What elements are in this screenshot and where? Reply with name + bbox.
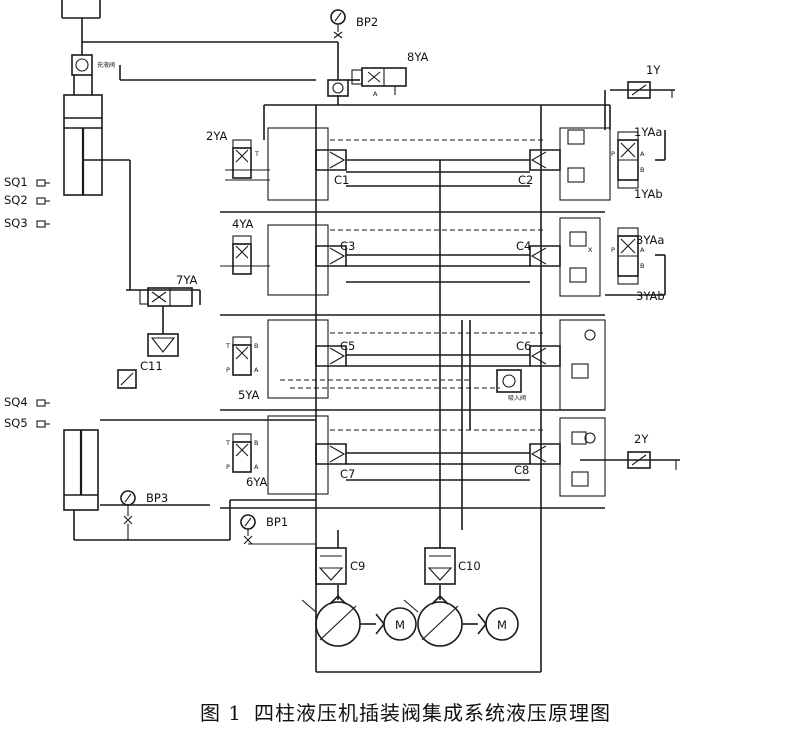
cartridge-c4: C4 bbox=[516, 239, 561, 267]
svg-text:C10: C10 bbox=[458, 559, 481, 573]
svg-text:BP2: BP2 bbox=[356, 15, 378, 29]
svg-text:8YA: 8YA bbox=[407, 50, 428, 64]
svg-text:P: P bbox=[226, 463, 230, 471]
cartridge-c11: C11 bbox=[117, 306, 179, 389]
svg-text:P: P bbox=[611, 246, 615, 254]
svg-text:C11: C11 bbox=[140, 359, 163, 373]
svg-text:A: A bbox=[640, 150, 645, 158]
cartridge-c1: C1 bbox=[315, 149, 349, 187]
cartridge-c8: C8 bbox=[514, 443, 561, 477]
cartridge-c7: C7 bbox=[315, 443, 355, 481]
figure-number: 图 1 bbox=[199, 701, 243, 725]
svg-text:BP1: BP1 bbox=[266, 515, 288, 529]
svg-text:C4: C4 bbox=[516, 239, 531, 253]
gauge-bp1: BP1 bbox=[240, 514, 316, 545]
cartridge-c2: C2 bbox=[518, 149, 561, 187]
cartridge-c10: C10 bbox=[424, 547, 481, 585]
suction-valve: 吸入阀 bbox=[496, 369, 526, 402]
svg-text:T: T bbox=[225, 439, 230, 447]
svg-text:2YA: 2YA bbox=[206, 129, 227, 143]
svg-text:B: B bbox=[640, 262, 644, 270]
svg-text:B: B bbox=[254, 439, 258, 447]
solenoid-valve-1ya: P A B 1YAa 1YAb bbox=[611, 125, 663, 201]
svg-text:3YAa: 3YAa bbox=[636, 233, 664, 247]
svg-text:T: T bbox=[225, 342, 230, 350]
pipe-network bbox=[61, 0, 680, 673]
svg-text:SQ5: SQ5 bbox=[4, 416, 28, 430]
svg-text:C3: C3 bbox=[340, 239, 355, 253]
svg-text:SQ1: SQ1 bbox=[4, 175, 28, 189]
svg-text:SQ4: SQ4 bbox=[4, 395, 28, 409]
svg-text:M: M bbox=[395, 618, 405, 632]
svg-text:C9: C9 bbox=[350, 559, 365, 573]
svg-text:P: P bbox=[611, 150, 615, 158]
svg-text:C1: C1 bbox=[334, 173, 349, 187]
main-cylinder bbox=[63, 75, 103, 196]
svg-text:B: B bbox=[640, 166, 644, 174]
svg-text:3YAb: 3YAb bbox=[636, 289, 665, 303]
svg-text:4YA: 4YA bbox=[232, 217, 253, 231]
svg-text:SQ3: SQ3 bbox=[4, 216, 28, 230]
svg-text:1YAb: 1YAb bbox=[634, 187, 663, 201]
svg-text:A: A bbox=[640, 246, 645, 254]
solenoid-valve-6ya: T B P A 6YA bbox=[225, 433, 267, 489]
gauge-bp2: BP2 bbox=[330, 9, 378, 39]
svg-text:C7: C7 bbox=[340, 467, 355, 481]
svg-text:1Y: 1Y bbox=[646, 63, 661, 77]
svg-text:A: A bbox=[254, 463, 259, 471]
solenoid-valve-8ya: A 8YA bbox=[351, 50, 428, 98]
svg-text:B: B bbox=[254, 342, 258, 350]
svg-text:SQ2: SQ2 bbox=[4, 193, 28, 207]
relief-valve-2y: 2Y bbox=[627, 432, 677, 470]
relief-blocks-right: X bbox=[567, 129, 596, 487]
cartridge-c3: C3 bbox=[315, 239, 355, 267]
svg-text:C5: C5 bbox=[340, 339, 355, 353]
pump-motor-1: M bbox=[301, 594, 417, 647]
solenoid-valve-7ya: 7YA bbox=[139, 273, 197, 307]
svg-text:充液阀: 充液阀 bbox=[97, 61, 115, 69]
svg-text:C6: C6 bbox=[516, 339, 531, 353]
svg-text:X: X bbox=[588, 246, 593, 254]
svg-text:P: P bbox=[226, 366, 230, 374]
figure-title: 四柱液压机插装阀集成系统液压原理图 bbox=[254, 701, 612, 725]
svg-text:吸入阀: 吸入阀 bbox=[508, 394, 526, 402]
cartridge-c9: C9 bbox=[315, 547, 365, 585]
relief-valve-1y: 1Y bbox=[627, 63, 673, 99]
solenoid-valve-5ya: T B P A 5YA bbox=[225, 336, 259, 402]
check-valve-top bbox=[327, 79, 349, 97]
solenoid-valve-2ya: T 2YA bbox=[206, 129, 270, 181]
svg-text:6YA: 6YA bbox=[246, 475, 267, 489]
svg-text:5YA: 5YA bbox=[238, 388, 259, 402]
svg-text:7YA: 7YA bbox=[176, 273, 197, 287]
ejector-cylinder bbox=[63, 429, 99, 540]
limit-switches: SQ1 SQ2 SQ3 SQ4 SQ5 bbox=[4, 175, 50, 430]
svg-text:A: A bbox=[254, 366, 259, 374]
svg-text:C8: C8 bbox=[514, 463, 529, 477]
svg-text:M: M bbox=[497, 618, 507, 632]
gauge-bp3: BP3 bbox=[120, 490, 168, 540]
fill-valve: 充液阀 bbox=[71, 54, 115, 76]
svg-text:A: A bbox=[373, 90, 378, 98]
pump-motor-2: M bbox=[403, 594, 519, 647]
cartridge-c5: C5 bbox=[315, 339, 355, 367]
svg-text:C2: C2 bbox=[518, 173, 533, 187]
svg-text:1YAa: 1YAa bbox=[634, 125, 662, 139]
solenoid-valve-3ya: P A B 3YAa 3YAb bbox=[611, 227, 665, 303]
svg-text:2Y: 2Y bbox=[634, 432, 649, 446]
solenoid-valve-4ya: 4YA bbox=[220, 217, 270, 275]
figure-caption: 图 1 四柱液压机插装阀集成系统液压原理图 bbox=[0, 697, 811, 726]
svg-text:BP3: BP3 bbox=[146, 491, 168, 505]
cartridge-c6: C6 bbox=[516, 339, 561, 367]
svg-text:T: T bbox=[254, 150, 259, 158]
